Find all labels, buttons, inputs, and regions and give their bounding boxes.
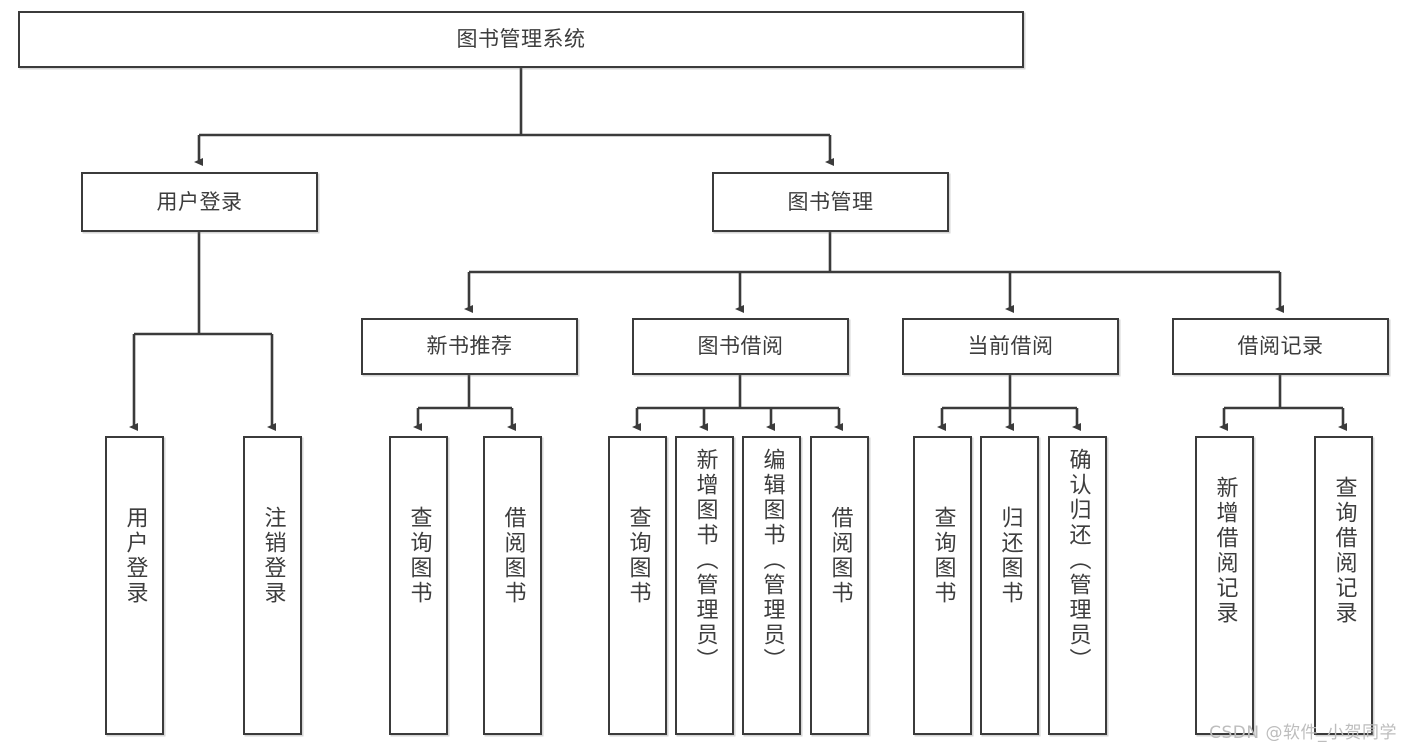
node-leaf-edit-book-admin[interactable]: 编辑图书（管理员）: [742, 436, 801, 735]
node-leaf-confirm-return-admin[interactable]: 确认归还（管理员）: [1048, 436, 1107, 735]
node-leaf-query-book-1-label: 查询图书: [406, 506, 432, 606]
node-borrow-record-label: 借阅记录: [1237, 334, 1324, 359]
node-new-book-recommend-label: 新书推荐: [426, 334, 513, 359]
watermark: CSDN @软件_小贺同学: [1209, 723, 1397, 743]
node-leaf-return-book-label: 归还图书: [997, 506, 1023, 606]
node-leaf-edit-book-admin-label: 编辑图书（管理员）: [759, 448, 785, 673]
node-user-login[interactable]: 用户登录: [81, 172, 318, 232]
node-book-management[interactable]: 图书管理: [712, 172, 949, 232]
node-user-login-label: 用户登录: [156, 189, 243, 214]
node-leaf-query-book-2-label: 查询图书: [625, 506, 651, 606]
node-book-borrow-label: 图书借阅: [697, 334, 784, 359]
node-leaf-add-borrow-record-label: 新增借阅记录: [1212, 476, 1238, 626]
node-book-borrow[interactable]: 图书借阅: [632, 318, 849, 375]
node-leaf-add-book-admin-label: 新增图书（管理员）: [692, 448, 718, 673]
node-leaf-confirm-return-admin-label: 确认归还（管理员）: [1065, 448, 1091, 673]
node-leaf-borrow-book-1[interactable]: 借阅图书: [483, 436, 542, 735]
node-leaf-user-login[interactable]: 用户登录: [105, 436, 164, 735]
node-leaf-borrow-book-1-label: 借阅图书: [500, 506, 526, 606]
node-root[interactable]: 图书管理系统: [18, 11, 1024, 68]
node-root-label: 图书管理系统: [456, 27, 586, 52]
node-borrow-record[interactable]: 借阅记录: [1172, 318, 1389, 375]
node-leaf-query-book-2[interactable]: 查询图书: [608, 436, 667, 735]
node-leaf-user-login-label: 用户登录: [122, 506, 148, 606]
node-leaf-add-borrow-record[interactable]: 新增借阅记录: [1195, 436, 1254, 735]
node-current-borrow[interactable]: 当前借阅: [902, 318, 1119, 375]
node-leaf-return-book[interactable]: 归还图书: [980, 436, 1039, 735]
node-leaf-add-book-admin[interactable]: 新增图书（管理员）: [675, 436, 734, 735]
node-leaf-query-book-3-label: 查询图书: [930, 506, 956, 606]
node-leaf-query-book-3[interactable]: 查询图书: [913, 436, 972, 735]
node-current-borrow-label: 当前借阅: [967, 334, 1054, 359]
node-book-management-label: 图书管理: [787, 189, 874, 214]
node-leaf-logout-label: 注销登录: [260, 506, 286, 606]
node-leaf-query-book-1[interactable]: 查询图书: [389, 436, 448, 735]
node-new-book-recommend[interactable]: 新书推荐: [361, 318, 578, 375]
node-leaf-query-borrow-record[interactable]: 查询借阅记录: [1314, 436, 1373, 735]
node-leaf-borrow-book-2[interactable]: 借阅图书: [810, 436, 869, 735]
node-leaf-logout[interactable]: 注销登录: [243, 436, 302, 735]
node-leaf-borrow-book-2-label: 借阅图书: [827, 506, 853, 606]
node-leaf-query-borrow-record-label: 查询借阅记录: [1331, 476, 1357, 626]
